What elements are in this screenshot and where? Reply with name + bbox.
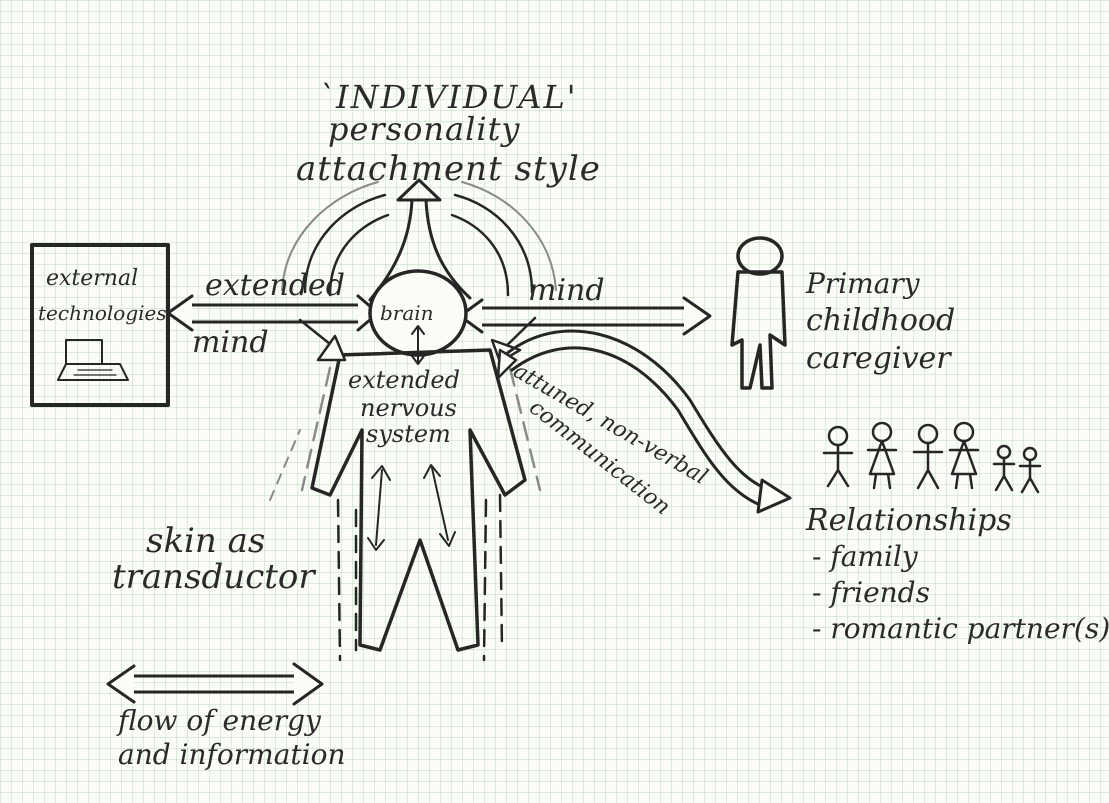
extended-mind-arrow-right: mind bbox=[460, 273, 710, 334]
brain-label: brain bbox=[380, 301, 434, 325]
caregiver-line2: childhood bbox=[806, 303, 955, 338]
skin-label-block: skin as transductor bbox=[112, 521, 316, 597]
caregiver-line3: caregiver bbox=[806, 341, 952, 376]
nervous-system-line3: system bbox=[366, 420, 451, 448]
external-technologies-box: external technologies bbox=[32, 245, 168, 405]
relationship-figures bbox=[824, 423, 1040, 492]
stick-figure-3 bbox=[914, 425, 942, 488]
relationships-block: Relationships - family - friends - roman… bbox=[805, 503, 1109, 645]
caregiver-figure: Primary childhood caregiver bbox=[732, 238, 955, 388]
external-label-line2: technologies bbox=[38, 301, 167, 325]
legend: flow of energy and information bbox=[108, 664, 346, 771]
communication-arrow: attuned, non-verbal communication bbox=[498, 331, 790, 520]
stick-figure-1 bbox=[824, 427, 852, 486]
external-label-line1: external bbox=[46, 266, 138, 291]
laptop-icon bbox=[58, 340, 128, 380]
mind-right-label: mind bbox=[528, 273, 605, 308]
title-personality: personality bbox=[328, 110, 521, 148]
relationships-item-friends: - friends bbox=[812, 576, 930, 609]
skin-line1: skin as bbox=[146, 521, 265, 561]
legend-double-arrow-icon bbox=[108, 664, 322, 704]
extended-label: extended bbox=[205, 268, 345, 303]
caregiver-head bbox=[738, 238, 782, 274]
stick-figure-6 bbox=[1020, 448, 1040, 492]
relationships-item-romantic: - romantic partner(s) bbox=[812, 612, 1109, 645]
body-figure: brain extended nervous system bbox=[270, 271, 540, 660]
title-block: `INDIVIDUAL' personality attachment styl… bbox=[296, 78, 601, 189]
legend-line2: and information bbox=[118, 738, 346, 771]
stick-figure-2 bbox=[868, 423, 896, 488]
relationships-item-family: - family bbox=[812, 540, 919, 573]
extended-mind-arrow-left: extended mind bbox=[168, 268, 378, 360]
mind-left-label: mind bbox=[192, 325, 269, 360]
stick-figure-5 bbox=[994, 446, 1014, 490]
relationships-title: Relationships bbox=[805, 503, 1012, 538]
caregiver-line1: Primary bbox=[805, 267, 921, 300]
nervous-system-line2: nervous bbox=[360, 394, 457, 422]
stick-figure-4 bbox=[950, 423, 978, 488]
title-attachment-style: attachment style bbox=[296, 149, 601, 189]
legend-line1: flow of energy bbox=[116, 704, 322, 737]
nervous-system-line1: extended bbox=[348, 366, 460, 394]
skin-line2: transductor bbox=[112, 557, 316, 597]
